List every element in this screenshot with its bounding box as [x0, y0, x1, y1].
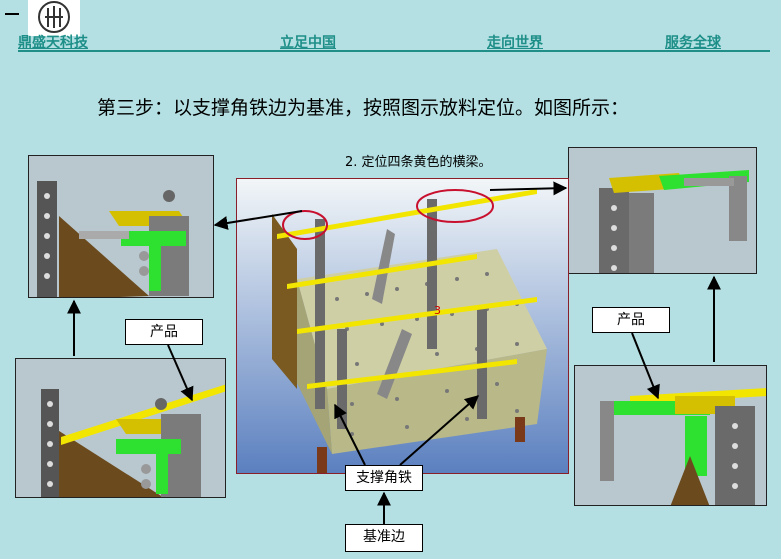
detail-photo-top-left — [28, 155, 214, 298]
detail-photo-top-right — [568, 147, 757, 274]
label-product-left: 产品 — [125, 319, 203, 345]
slogan-service: 服务全球 — [665, 35, 721, 51]
detail-photo-bottom-right — [574, 365, 767, 506]
slide-dash — [5, 13, 19, 15]
figure-note: 2. 定位四条黄色的横梁。 — [345, 155, 492, 170]
company-name: 鼎盛天科技 — [18, 35, 88, 51]
slogan-world: 走向世界 — [487, 35, 543, 51]
main-assembly-figure: 3 — [236, 178, 569, 474]
slogan-china: 立足中国 — [280, 35, 336, 51]
header-rule — [18, 50, 770, 52]
label-product-right: 产品 — [592, 307, 670, 333]
company-logo — [28, 0, 80, 36]
detail-photo-bottom-left — [15, 358, 226, 498]
label-support-angle: 支撑角铁 — [345, 465, 423, 491]
step-instruction: 第三步：以支撑角铁边为基准，按照图示放料定位。如图所示： — [97, 97, 630, 119]
label-datum-edge: 基准边 — [345, 524, 423, 552]
marker-number: 3 — [434, 304, 441, 317]
